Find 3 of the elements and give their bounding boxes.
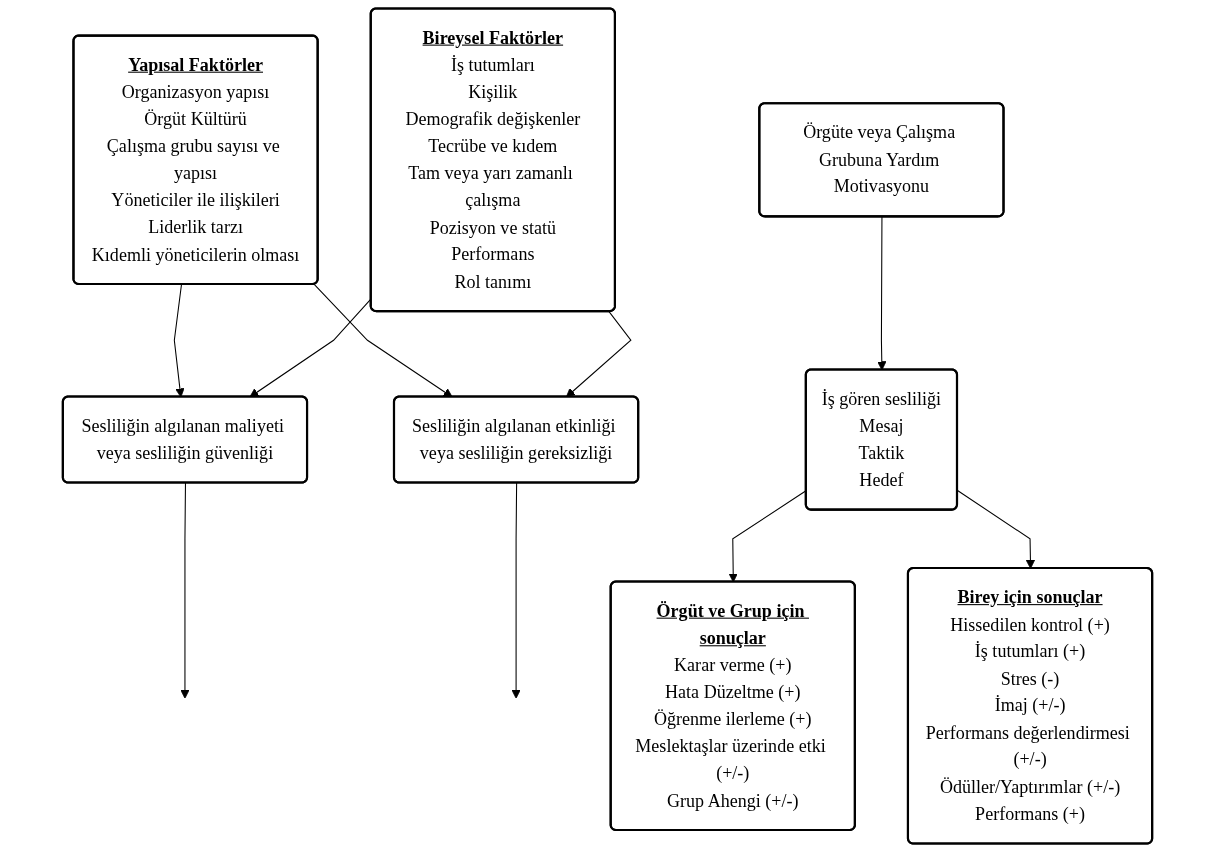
arrow (957, 490, 1036, 569)
arrow (180, 482, 190, 699)
arrow (511, 482, 521, 699)
